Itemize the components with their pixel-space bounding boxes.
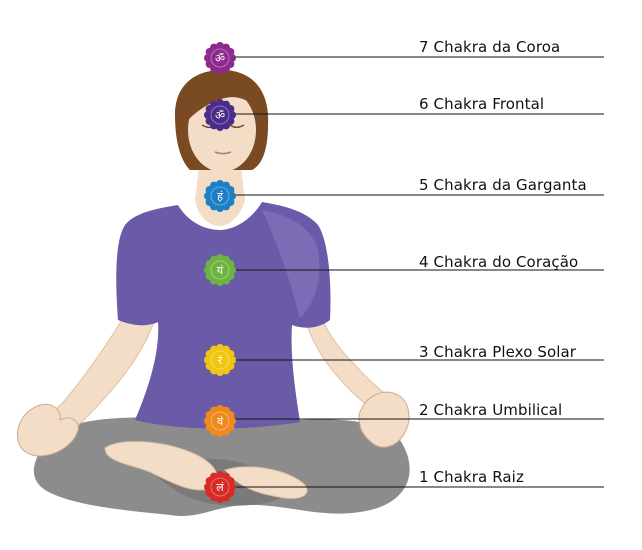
chakra-label-2: 2 Chakra Umbilical [419,401,563,419]
chakra-glyph-3: रं [218,354,223,367]
chakra-symbol-6: ॐ [204,99,236,131]
foot-right [224,466,308,499]
chakra-symbol-7: ॐ [204,42,236,74]
shirt-highlight [262,210,320,318]
chakra-symbol-1: लं [204,471,236,503]
chakra-label-1: 1 Chakra Raiz [419,468,524,486]
chakra-label-6: 6 Chakra Frontal [419,95,545,113]
eye-right [229,124,245,128]
mouth [214,151,232,155]
chakra-glyph-7: ॐ [215,52,225,65]
chakra-symbol-4: यं [204,254,236,286]
chakra-label-7: 7 Chakra da Coroa [419,38,561,56]
chakra-glyph-2: वं [217,415,224,428]
hand-left [16,403,79,457]
chakra-glyph-5: हं [217,190,223,203]
chakra-label-4: 4 Chakra do Coração [419,253,579,271]
chakra-symbol-2: वं [204,405,236,437]
chakra-glyph-4: यं [217,264,224,277]
chakra-glyph-6: ॐ [215,109,225,122]
chakra-markers: ॐ ॐ हं यं रं वं लं [204,42,604,503]
chakra-label-3: 3 Chakra Plexo Solar [419,343,577,361]
hair-fringe [188,82,260,120]
chakra-label-5: 5 Chakra da Garganta [419,176,587,194]
shirt [116,202,331,429]
chakra-symbol-5: हं [204,180,236,212]
chakra-glyph-1: लं [216,481,224,494]
hand-right [358,391,410,448]
chakra-symbol-3: रं [204,344,236,376]
